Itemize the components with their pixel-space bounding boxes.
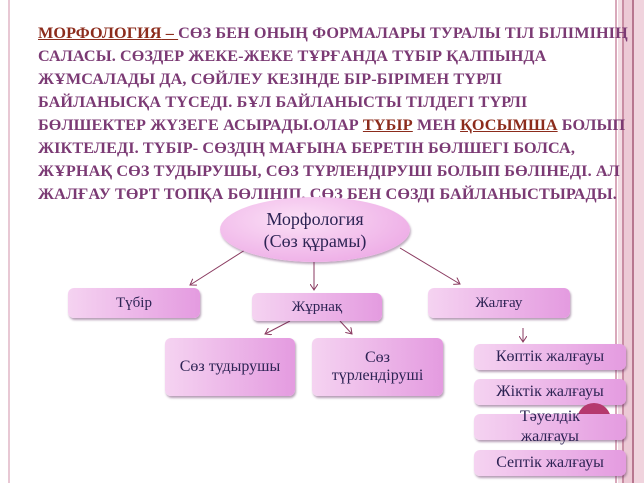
term-kosymsha: ҚОСЫМША (460, 116, 558, 134)
node-zhalgau: Жалғау (428, 288, 570, 318)
node-tubir: Түбір (68, 288, 200, 318)
node-soz-tudyrushy: Сөз тудырушы (165, 338, 295, 396)
root-node-morphology: Морфология(Сөз құрамы) (220, 197, 410, 262)
paragraph-part: БОЛЫП ЖІКТЕЛЕДІ. ТҮБІР- СӨЗДІҢ МАҒЫНА БЕ… (38, 116, 626, 203)
definition-paragraph: МОРФОЛОГИЯ – СӨЗ БЕН ОНЫҢ ФОРМАЛАРЫ ТУРА… (38, 22, 628, 206)
dash: – (161, 24, 179, 42)
paragraph-part: МЕН (412, 116, 461, 134)
root-subtitle: (Сөз құрамы) (263, 230, 367, 251)
node-soz-turlendirushi: Сөз түрлендіруші (312, 338, 443, 396)
node-septik: Септік жалғауы (474, 450, 626, 476)
term-tubir: ТҮБІР (362, 116, 413, 134)
term-morphology: МОРФОЛОГИЯ (38, 24, 162, 42)
node-koptik: Көптік жалғауы (474, 344, 626, 370)
slide-frame (8, 0, 617, 483)
node-zhurnak: Жұрнақ (252, 293, 382, 321)
node-tauyeldik: Тәуелдік жалғауы (474, 408, 626, 445)
paragraph-part: СӨЗ БЕН ОНЫҢ ФОРМАЛАРЫ ТУРАЛЫ ТІЛ БІЛІМІ… (38, 24, 628, 134)
root-title: Морфология (266, 208, 364, 229)
node-zhiktik: Жіктік жалғауы (474, 379, 626, 405)
